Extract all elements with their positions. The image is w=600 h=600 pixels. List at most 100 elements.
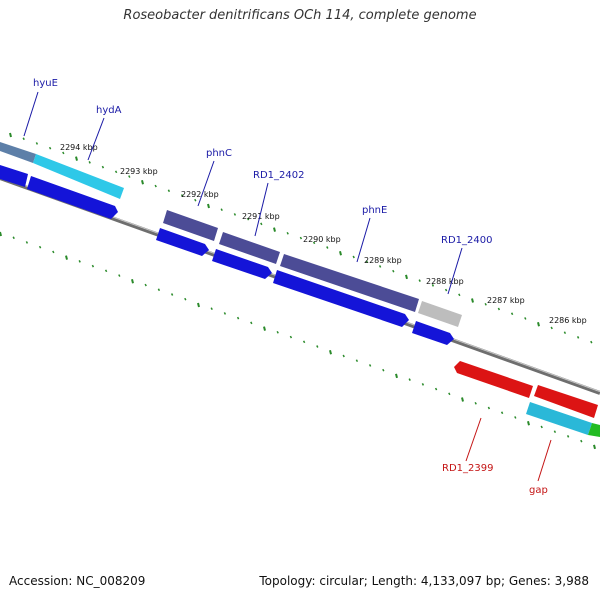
cds-feature [280,254,419,312]
kbp-label: 2290 kbp [303,235,341,244]
tick-mark [563,331,567,334]
gene-leader-line [356,217,371,263]
cds-feature [588,423,600,437]
gene-label-hyda[interactable]: hydA [96,105,122,116]
gene-label-rd1-2399[interactable]: RD1_2399 [442,463,493,474]
tick-mark [25,241,29,244]
tick-mark [167,189,171,193]
tick-mark [510,312,514,316]
cds-arrow [27,176,118,219]
tick-mark [302,340,306,344]
tick-mark [540,425,543,429]
tick-mark [273,227,276,232]
tick-mark [593,444,596,450]
tick-mark [220,208,223,212]
tick-mark [368,364,372,367]
kbp-label: 2288 kbp [426,277,464,286]
gene-leader-line [537,439,552,482]
kbp-label: 2293 kbp [120,167,158,176]
tick-mark [131,279,134,284]
gene-leader-line [197,160,215,207]
tick-mark [537,321,540,327]
accession-label: Accession: NC_008209 [9,574,146,588]
cds-feature [418,301,462,327]
tick-mark [91,264,95,268]
tick-mark [580,439,583,443]
tick-mark [22,137,25,141]
tick-mark [421,383,425,386]
kbp-label: 2292 kbp [181,190,219,199]
tick-mark [497,307,501,311]
tick-mark [210,307,213,311]
genome-summary: Topology: circular; Length: 4,133,097 bp… [259,574,589,588]
tick-mark [236,316,240,320]
tick-mark [434,387,438,391]
tick-mark [12,236,15,240]
tick-mark [408,378,411,381]
gene-leader-line [254,182,269,237]
tick-mark [0,231,2,237]
tick-mark [75,156,78,161]
cds-feature [526,402,592,435]
tick-mark [329,350,332,355]
tick-mark [197,302,200,308]
gene-leader-line [465,417,482,462]
gene-leader-line [23,91,39,137]
tick-mark [78,260,81,263]
tick-mark [194,198,197,202]
tick-mark [355,359,359,363]
tick-mark [471,298,474,303]
cds-arrow [156,228,209,256]
gene-label-phne[interactable]: phnE [362,205,387,216]
tick-mark [576,336,580,339]
cds-arrow [212,249,272,279]
gene-label-phnc[interactable]: phnC [206,148,232,159]
tick-mark [378,265,382,268]
gene-label-hyue[interactable]: hyuE [33,78,58,89]
gene-label-gap[interactable]: gap [529,485,548,496]
tick-mark [101,165,105,169]
gene-leader-line [447,247,463,295]
tick-mark [500,411,504,415]
tick-mark [299,236,303,240]
tick-mark [431,284,435,287]
kbp-label: 2289 kbp [364,256,402,265]
kbp-label: 2287 kbp [487,296,525,305]
tick-mark [223,312,227,315]
tick-mark [312,241,316,245]
gene-label-rd1-2402[interactable]: RD1_2402 [253,170,304,181]
forward-strand-features [454,361,600,437]
cds-feature [219,232,280,264]
tick-mark [118,274,121,277]
tick-mark [590,340,593,344]
tick-mark [339,251,342,256]
tick-mark [48,146,52,150]
tick-mark [392,269,395,273]
tick-mark [474,401,477,405]
tick-mark [326,246,329,249]
tick-mark [365,260,369,264]
tick-mark [184,297,187,301]
tick-mark [461,397,464,402]
tick-mark [246,217,250,221]
cds-feature [0,142,36,163]
tick-mark [170,293,174,296]
upper-features [0,142,462,327]
tick-mark [342,354,345,358]
tick-mark [514,416,517,419]
tick-mark [35,142,39,145]
tick-mark [352,255,355,259]
gene-label-rd1-2400[interactable]: RD1_2400 [441,235,492,246]
gene-leader-line [87,117,105,161]
tick-mark [157,288,161,292]
tick-mark [52,250,55,254]
outer-tick-ring [9,132,593,344]
cds-feature [33,154,124,199]
tick-mark [276,330,279,334]
inner-tick-ring [0,231,596,450]
tick-mark [405,274,408,280]
tick-mark [260,222,263,226]
tick-mark [444,288,448,292]
tick-mark [286,231,289,235]
